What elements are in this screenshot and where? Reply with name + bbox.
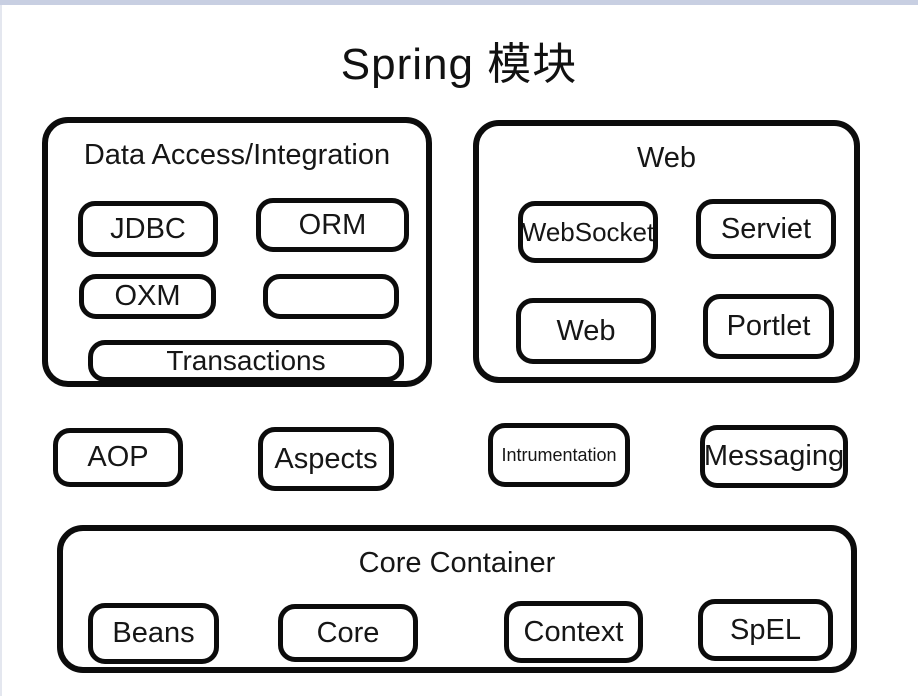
node-aop: AOP (53, 428, 183, 487)
node-messaging: Messaging (700, 425, 848, 488)
window-top-edge (0, 0, 918, 5)
group-data-access-integration: Data Access/Integration JDBC ORM OXM Tra… (42, 117, 432, 387)
group-web: Web WebSocket Serviet Web Portlet (473, 120, 860, 383)
node-transactions: Transactions (88, 340, 404, 382)
node-beans: Beans (88, 603, 219, 664)
group-web-title: Web (636, 142, 697, 174)
group-core-title: Core Container (358, 547, 556, 579)
group-data-access-title: Data Access/Integration (83, 139, 391, 171)
node-oxm: OXM (79, 274, 216, 319)
diagram-title: Spring 模块 (340, 40, 578, 89)
window-left-edge (0, 5, 2, 696)
node-core: Core (278, 604, 418, 662)
node-web: Web (516, 298, 656, 364)
group-core-container: Core Container Beans Core Context SpEL (57, 525, 857, 673)
node-spel: SpEL (698, 599, 833, 661)
node-portlet: Portlet (703, 294, 834, 359)
node-orm: ORM (256, 198, 409, 252)
node-empty (263, 274, 399, 319)
node-jdbc: JDBC (78, 201, 218, 257)
node-aspects: Aspects (258, 427, 394, 491)
node-intrumentation: Intrumentation (488, 423, 630, 487)
node-websocket: WebSocket (518, 201, 658, 263)
node-serviet: Serviet (696, 199, 836, 259)
node-context: Context (504, 601, 643, 663)
